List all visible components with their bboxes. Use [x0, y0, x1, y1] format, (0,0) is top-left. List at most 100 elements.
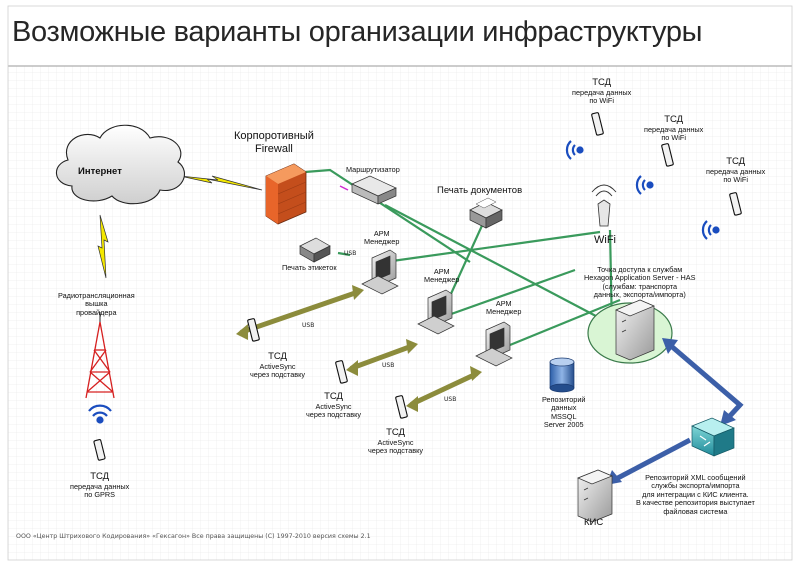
tsd-wifi-1 — [591, 112, 604, 136]
arm-pc-3 — [475, 321, 513, 367]
repo-label: Репозиторий данных MSSQL Server 2005 — [542, 395, 586, 430]
doc-print-label: Печать документов — [437, 185, 523, 196]
tsd-usb-2-title: ТСД — [324, 391, 343, 402]
tsd-wifi-3-cap2: по WiFi — [723, 175, 748, 185]
firewall-label-line2: Firewall — [254, 142, 293, 155]
label-print-label: Печать этикеток — [282, 263, 337, 272]
net-line-firewall-router — [304, 168, 471, 263]
usb-arrows — [239, 289, 479, 407]
net-line-arm1 — [384, 230, 601, 264]
kis-server — [577, 469, 613, 523]
tower-label: Радиотрансляционная вышка провайдера — [58, 291, 135, 317]
signal-icon-1 — [565, 140, 584, 160]
tsd-wifi-3-label: ТСД передача данных по WiFi — [706, 156, 766, 185]
tsd-usb-2 — [335, 360, 348, 384]
tsd-gprs-cap1: передача данных — [70, 481, 130, 491]
label-printer — [299, 237, 331, 263]
wifi-label: WiFi — [594, 234, 616, 246]
arm-label-3-line1: АРМ — [495, 299, 512, 308]
tsd-usb-1-title: ТСД — [268, 351, 287, 362]
tower-label-line3: провайдера — [76, 307, 117, 317]
radio-tower — [85, 312, 115, 399]
tsd-wifi-3-cap1: передача данных — [706, 166, 766, 176]
net-line-router-server — [384, 204, 633, 336]
usb-arrow-3 — [409, 371, 479, 407]
usb-arrow-2 — [349, 343, 415, 371]
usb-label-printer: USB — [344, 250, 357, 257]
arm-label-2: АРМ Менеджер — [424, 267, 460, 285]
tsd-usb-2-cap1: ActiveSync — [315, 401, 352, 411]
tsd-usb-3-cap2: через подставку — [368, 446, 424, 456]
blue-arrow-xml-kis — [612, 437, 692, 483]
tsd-wifi-3 — [729, 192, 742, 216]
xml-repo-line1: Репозиторий XML сообщений — [645, 473, 746, 482]
lightning-internet-tower — [97, 214, 109, 279]
signal-icon-2 — [635, 175, 654, 195]
arm-label-2-line2: Менеджер — [424, 275, 460, 285]
tsd-usb-3 — [395, 395, 408, 419]
wireless-links — [97, 175, 263, 279]
internet-cloud — [55, 124, 185, 205]
computers — [361, 249, 655, 523]
signal-icon-3 — [701, 220, 720, 240]
repo-label-line4: Server 2005 — [543, 420, 584, 430]
has-label-line1: Точка доступа к службам — [597, 265, 683, 274]
net-line-arm2 — [439, 268, 576, 320]
router-device — [339, 175, 397, 205]
has-label-line2: Hexagon Application Server - HAS — [584, 273, 696, 283]
has-label-line3: (службам: транспорта — [602, 281, 678, 291]
signal-icon-gprs — [88, 404, 112, 424]
tsd-wifi-2-cap1: передача данных — [644, 124, 704, 134]
tsd-usb-2-cap2: через подставку — [306, 410, 362, 420]
net-line-arm3 — [509, 298, 621, 347]
net-line-label-printer — [337, 251, 351, 257]
arm-label-1: АРМ Менеджер — [364, 229, 399, 247]
router-label: Маршрутизатор — [346, 165, 400, 174]
tsd-wifi-1-title: ТСД — [592, 77, 612, 88]
blue-arrow-has-xml — [668, 343, 744, 420]
tsd-wifi-1-cap1: передача данных — [572, 87, 632, 97]
tsd-wifi-3-title: ТСД — [726, 156, 746, 167]
repo-label-line2: данных — [551, 403, 577, 413]
firewall-label: Корпоротивный Firewall — [234, 130, 314, 155]
tsd-gprs — [93, 439, 106, 461]
firewall-device — [265, 163, 307, 225]
xml-repo-label: Репозиторий XML сообщений службы экспорт… — [636, 473, 755, 516]
arm-label-2-line1: АРМ — [433, 267, 450, 276]
page-frame — [7, 5, 793, 561]
tsd-gprs-title: ТСД — [90, 471, 110, 482]
tsd-wifi-2-label: ТСД передача данных по WiFi — [644, 114, 704, 143]
tower-label-line1: Радиотрансляционная — [58, 291, 135, 300]
lightning-internet-firewall — [179, 175, 263, 191]
has-server — [615, 299, 655, 361]
repo-label-line3: MSSQL — [550, 411, 577, 421]
firewall-label-line1: Корпоротивный — [234, 130, 314, 142]
mssql-database — [549, 357, 575, 393]
xml-repo-line3: для интеграции с КИС клиента. — [642, 489, 749, 499]
arm-label-1-line1: АРМ — [373, 229, 390, 238]
copyright-footer: ООО «Центр Штрихового Кодирования» «Гекс… — [16, 533, 371, 540]
repo-label-line1: Репозиторий — [542, 395, 586, 404]
tsd-usb-2-label: ТСД ActiveSync через подставку — [306, 391, 362, 420]
page-title: Возможные варианты организации инфрастру… — [12, 16, 703, 48]
xml-repo-line2: службы экспорта/импорта — [651, 481, 740, 491]
kis-label: КИС — [584, 517, 604, 528]
xml-repository-device — [691, 417, 735, 457]
usb-arrowheads — [236, 285, 482, 412]
tsd-wifi-1-label: ТСД передача данных по WiFi — [572, 77, 632, 106]
usb-label-2: USB — [382, 362, 395, 369]
tsd-usb-1-cap2: через подставку — [250, 370, 306, 380]
arm-label-3-line2: Менеджер — [486, 307, 522, 317]
tsd-usb-3-title: ТСД — [386, 427, 405, 438]
arm-pc-2 — [417, 289, 455, 335]
tsd-gprs-cap2: по GPRS — [84, 490, 115, 500]
has-label-line4: данных, экспорта/импорта) — [593, 290, 686, 300]
xml-repo-line4: В качестве репозитория выступает — [636, 498, 755, 508]
wifi-access-point — [591, 184, 617, 227]
blue-arrows — [612, 343, 744, 483]
internet-label: Интернет — [78, 166, 122, 177]
tsd-usb-1-label: ТСД ActiveSync через подставку — [250, 351, 306, 380]
has-label: Точка доступа к службам Hexagon Applicat… — [584, 265, 696, 300]
